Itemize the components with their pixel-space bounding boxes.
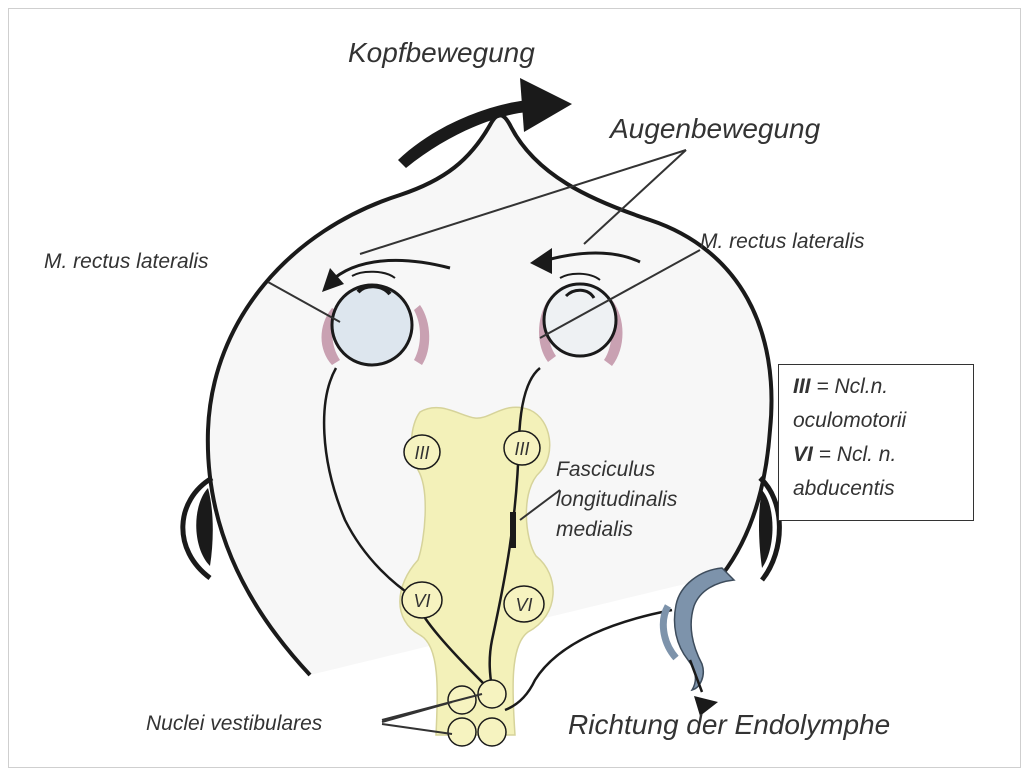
- nuclei-vestibulares-label: Nuclei vestibulares: [146, 712, 323, 735]
- mlf-marker: [510, 512, 516, 548]
- legend-line-4: abducentis: [793, 477, 895, 501]
- head-movement-label: Kopfbewegung: [348, 37, 535, 68]
- m-rectus-right-label: M. rectus lateralis: [700, 230, 865, 253]
- legend-box: III = Ncl.n. oculomotorii VI = Ncl. n. a…: [778, 364, 974, 521]
- left-eyeball: [332, 285, 412, 365]
- m-rectus-left-label: M. rectus lateralis: [44, 250, 209, 273]
- nucleus-iii-right-label: III: [514, 439, 529, 459]
- legend-iii-text: = Ncl.n.: [811, 375, 889, 398]
- vestibular-nucleus-3: [448, 718, 476, 746]
- head-movement-arrow-head: [520, 78, 572, 132]
- legend-iii-symbol: III: [793, 375, 811, 398]
- nucleus-vi-right-label: VI: [515, 595, 532, 615]
- legend-line-1: III = Ncl.n.: [793, 375, 888, 399]
- eye-movement-label: Augenbewegung: [608, 113, 821, 144]
- nucleus-vi-left-label: VI: [413, 591, 430, 611]
- legend-vi-text: = Ncl. n.: [813, 443, 896, 466]
- right-ear-inner: [759, 490, 773, 568]
- vestibular-nucleus-2: [478, 680, 506, 708]
- vestibular-nucleus-4: [478, 718, 506, 746]
- endolymph-label: Richtung der Endolymphe: [568, 709, 890, 740]
- fasciculus-label-line1: Fasciculus: [556, 458, 656, 481]
- semicircular-canal: [675, 568, 735, 690]
- left-ear-inner: [196, 488, 213, 566]
- right-eyeball: [544, 284, 616, 356]
- legend-abducentis: abducentis: [793, 477, 895, 500]
- legend-oculomotorii: oculomotorii: [793, 409, 906, 432]
- legend-line-2: oculomotorii: [793, 409, 906, 433]
- fasciculus-label-line3: medialis: [556, 518, 634, 541]
- nucleus-iii-left-label: III: [414, 443, 429, 463]
- legend-vi-symbol: VI: [793, 443, 813, 466]
- legend-line-3: VI = Ncl. n.: [793, 443, 896, 467]
- fasciculus-label-line2: longitudinalis: [556, 488, 678, 511]
